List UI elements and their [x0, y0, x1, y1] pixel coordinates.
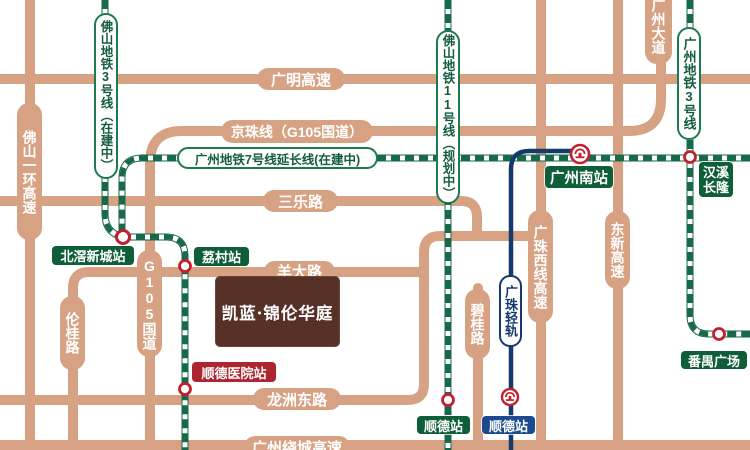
road-sanle — [0, 196, 482, 241]
station-badge-licun: 荔村站 — [194, 247, 249, 266]
station-badge-hanxi-changlong: 汉溪长隆 — [699, 162, 733, 197]
metro-station-icon-beijiao — [115, 229, 131, 245]
road-label-guangming-expwy: 广明高速 — [257, 68, 345, 90]
road-label-dongxin-expwy: 东新高速 — [605, 211, 630, 289]
road-label-bigui-rd: 碧桂路 — [465, 289, 490, 359]
station-badge-beijiao-new-town: 北滘新城站 — [52, 246, 134, 265]
rail-label-guangzhu-rail: 广珠轻轨 — [499, 275, 522, 347]
road-label-sanle-rd: 三乐路 — [263, 190, 338, 212]
metro-station-icon-licun — [178, 259, 192, 273]
metro-station-icon-hanxi-changlong — [683, 150, 697, 164]
road-label-raocheng-expwy: 广州绕城高速 — [244, 436, 350, 450]
road-label-jingzhu-g105: 京珠线（G105国道） — [221, 120, 373, 143]
metro-station-icon-panyu-square — [712, 327, 726, 341]
road-jingzhu-g105-guangzhou-avenue — [145, 0, 666, 450]
road-yangda-lungui — [68, 267, 419, 450]
road-label-g105-national-rd: G105国道 — [137, 250, 162, 357]
station-badge-shunde-hospital: 顺德医院站 — [192, 362, 276, 382]
metro-station-icon-shunde-hospital — [178, 382, 192, 396]
station-badge-shunde-metro: 顺德站 — [417, 416, 470, 434]
station-badge-panyu-square: 番禺广场 — [681, 351, 747, 369]
road-label-guangzhou-avenue: 广州大道 — [645, 0, 672, 64]
railway-station-icon-guangzhou-south — [569, 143, 591, 165]
road-label-lungui-rd: 伦桂路 — [60, 296, 85, 370]
railway-station-icon-shunde — [500, 387, 520, 407]
rail-guangzhu-intercity — [508, 148, 580, 450]
road-longzhou-east — [0, 231, 541, 405]
road-label-longzhou-east-rd: 龙洲东路 — [253, 388, 341, 410]
station-badge-guangzhou-south: 广州南站 — [545, 166, 613, 188]
metro-label-gz-line7-ext: 广州地铁7号线延长线(在建中) — [177, 147, 378, 169]
metro-label-foshan-line11: 佛山地铁11号线（规划中） — [436, 30, 460, 204]
road-label-guangzhu-west-expwy: 广珠西线高速 — [528, 210, 553, 323]
metro-label-gz-line3: 广州地铁3号线 — [677, 27, 701, 140]
metro-label-foshan-line3: 佛山地铁3号线（在建中） — [94, 13, 118, 179]
metro-station-icon-shunde — [441, 393, 455, 407]
project-name-box: 凯蓝·锦伦华庭 — [215, 276, 340, 347]
road-label-foshan-first-ring: 佛山一环高速 — [17, 103, 42, 240]
station-badge-shunde-rail: 顺德站 — [482, 416, 535, 434]
